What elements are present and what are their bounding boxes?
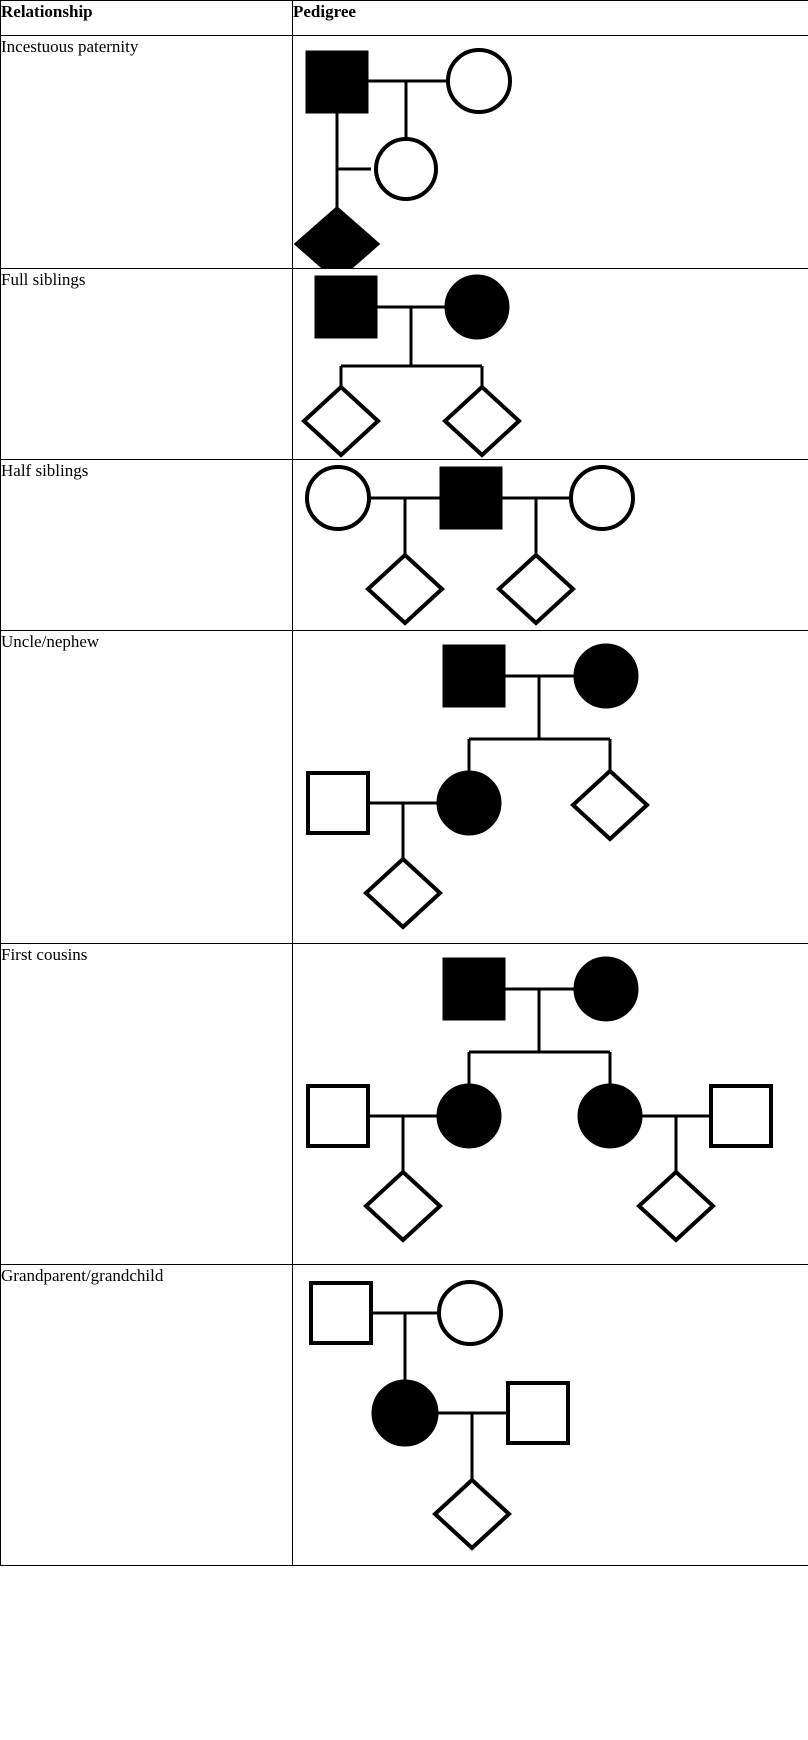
symbol-square-open-partner-left xyxy=(306,1084,370,1148)
symbol-square-open-daughter-partner xyxy=(306,771,370,835)
symbol-circle-filled-mother xyxy=(444,274,510,340)
symbol-square-filled-father xyxy=(314,275,378,339)
symbol-square-filled-grandfather xyxy=(442,957,506,1021)
symbol-diamond-open-uncle xyxy=(570,768,650,842)
pedigree-diagram-incestuous-paternity xyxy=(292,35,808,269)
pedigree-svg-full-siblings xyxy=(301,274,522,458)
diagram-wrapper xyxy=(293,460,808,630)
symbol-circle-filled-grandmother xyxy=(573,956,639,1022)
symbol-circle-open-mother-left xyxy=(305,465,371,531)
symbol-circle-open-mother-right xyxy=(569,465,635,531)
column-header-pedigree: Pedigree xyxy=(292,0,808,36)
table-row: Full siblings xyxy=(0,268,808,460)
table-header-row: Relationship Pedigree xyxy=(0,0,808,36)
table-row: Incestuous paternity xyxy=(0,35,808,269)
table-row: First cousins xyxy=(0,943,808,1265)
pedigree-diagram-grandparent-grandchild xyxy=(292,1264,808,1566)
relationship-label-grandparent-grandchild: Grandparent/grandchild xyxy=(0,1264,293,1566)
symbol-diamond-open-half-sibling-2 xyxy=(496,552,576,626)
column-header-relationship: Relationship xyxy=(0,0,293,36)
table-row: Grandparent/grandchild xyxy=(0,1264,808,1566)
table-row: Uncle/nephew xyxy=(0,630,808,944)
symbol-square-open-grandfather xyxy=(309,1281,373,1345)
symbol-square-filled-father xyxy=(305,50,369,114)
relationship-label-half-siblings: Half siblings xyxy=(0,459,293,631)
symbol-circle-open-daughter xyxy=(374,137,438,201)
relationship-label-uncle-nephew: Uncle/nephew xyxy=(0,630,293,944)
symbol-diamond-open-cousin-2 xyxy=(636,1169,716,1243)
diagram-wrapper xyxy=(293,269,808,459)
pedigree-diagram-half-siblings xyxy=(292,459,808,631)
diagram-wrapper xyxy=(293,631,808,943)
diagram-wrapper xyxy=(293,944,808,1264)
relationship-label-incestuous-paternity: Incestuous paternity xyxy=(0,35,293,269)
symbol-square-filled-shared-father xyxy=(439,466,503,530)
symbol-circle-open-grandmother xyxy=(437,1280,503,1346)
symbol-circle-filled-grandmother xyxy=(573,643,639,709)
symbol-circle-open-mother xyxy=(446,48,512,114)
pedigree-svg-uncle-nephew xyxy=(306,643,650,930)
symbol-circle-filled-daughter-right xyxy=(577,1083,643,1149)
symbol-diamond-open-cousin-1 xyxy=(363,1169,443,1243)
pedigree-diagram-full-siblings xyxy=(292,268,808,460)
symbol-circle-filled-daughter xyxy=(371,1379,439,1447)
pedigree-svg-half-siblings xyxy=(305,465,635,626)
pedigree-svg-incestuous-paternity xyxy=(293,48,512,268)
symbol-diamond-open-nephew xyxy=(363,856,443,930)
symbol-square-open-partner-right xyxy=(709,1084,773,1148)
diagram-wrapper xyxy=(293,36,808,268)
symbol-diamond-open-sibling-2 xyxy=(442,384,522,458)
relationship-label-first-cousins: First cousins xyxy=(0,943,293,1265)
symbol-square-filled-grandfather xyxy=(442,644,506,708)
diagram-wrapper xyxy=(293,1265,808,1565)
symbol-diamond-open-grandchild xyxy=(432,1477,512,1551)
symbol-diamond-filled-child xyxy=(293,206,381,268)
relationship-label-full-siblings: Full siblings xyxy=(0,268,293,460)
pedigree-relationship-table: Relationship Pedigree Incestuous paterni… xyxy=(0,0,808,1566)
pedigree-diagram-uncle-nephew xyxy=(292,630,808,944)
pedigree-svg-grandparent-grandchild xyxy=(309,1280,570,1551)
pedigree-svg-first-cousins xyxy=(306,956,773,1243)
table-row: Half siblings xyxy=(0,459,808,631)
pedigree-diagram-first-cousins xyxy=(292,943,808,1265)
symbol-diamond-open-half-sibling-1 xyxy=(365,552,445,626)
symbol-circle-filled-daughter-left xyxy=(436,1083,502,1149)
symbol-square-open-daughter-partner xyxy=(506,1381,570,1445)
symbol-diamond-open-sibling-1 xyxy=(301,384,381,458)
symbol-circle-filled-daughter xyxy=(436,770,502,836)
